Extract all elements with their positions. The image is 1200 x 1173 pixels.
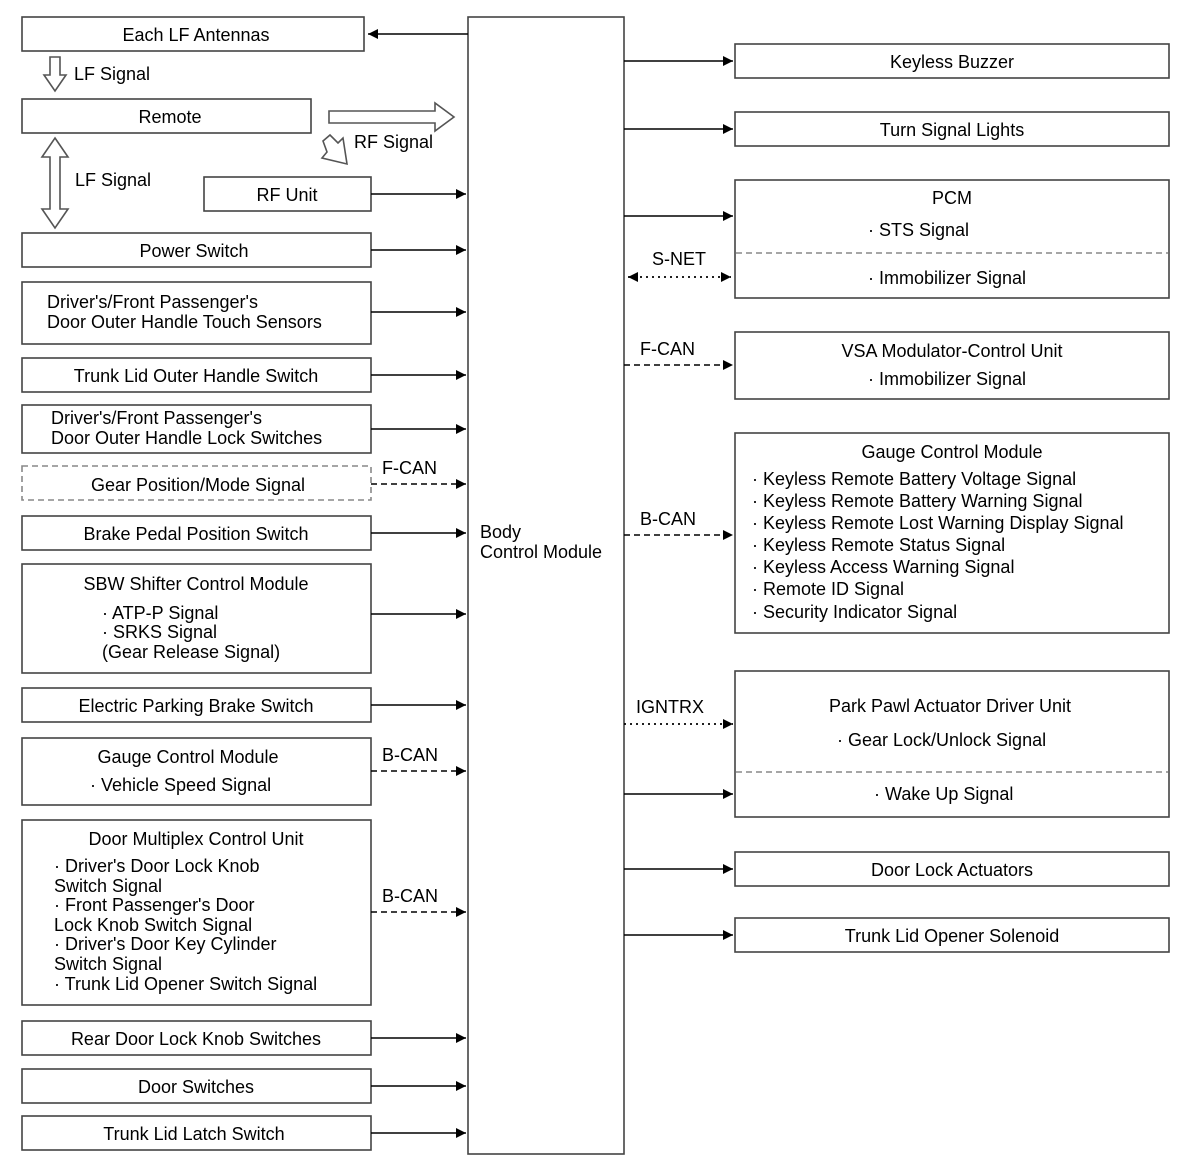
rf-signal-diagonal-arrow	[320, 133, 348, 166]
touch-sensors-box	[21, 281, 372, 345]
door-mux-item-4: Lock Knob Switch Signal	[54, 915, 252, 935]
door-multiplex-title: Door Multiplex Control Unit	[88, 829, 303, 849]
door-multiplex-bus-label: B-CAN	[382, 886, 438, 906]
door-switches-label: Door Switches	[138, 1077, 254, 1097]
trunk-latch-box	[21, 1115, 372, 1151]
park-pawl-title: Park Pawl Actuator Driver Unit	[829, 696, 1071, 716]
touch-sensors-line2: Door Outer Handle Touch Sensors	[47, 312, 322, 332]
turn-signal-box	[734, 111, 1170, 147]
body-control-module	[467, 16, 625, 1155]
sbw-shifter-title: SBW Shifter Control Module	[83, 574, 308, 594]
vsa-bus-label: F-CAN	[640, 339, 695, 359]
gauge-output-box	[734, 432, 1170, 634]
gauge-input-title: Gauge Control Module	[97, 747, 278, 767]
keyless-buzzer-box	[734, 43, 1170, 79]
rf-signal-right-arrow	[328, 101, 456, 133]
park-pawl-gear-lock-signal: · Gear Lock/Unlock Signal	[837, 730, 1046, 750]
remote-box	[21, 98, 312, 134]
door-mux-item-5: · Driver's Door Key Cylinder	[54, 934, 277, 954]
rf-signal-label: RF Signal	[354, 132, 433, 152]
gauge-input-box	[21, 737, 372, 806]
sbw-item-srks: · SRKS Signal	[102, 622, 217, 642]
gauge-out-item-1: · Keyless Remote Battery Voltage Signal	[752, 469, 1076, 489]
brake-switch-label: Brake Pedal Position Switch	[83, 524, 308, 544]
pcm-sts-signal: · STS Signal	[868, 220, 969, 240]
gauge-out-item-6: · Remote ID Signal	[752, 579, 904, 599]
gauge-out-item-7: · Security Indicator Signal	[752, 602, 957, 622]
door-lock-box	[734, 851, 1170, 887]
epb-switch-label: Electric Parking Brake Switch	[78, 696, 313, 716]
rear-knob-box	[21, 1020, 372, 1056]
park-pawl-box	[734, 670, 1170, 818]
trunk-outer-switch-label: Trunk Lid Outer Handle Switch	[74, 366, 318, 386]
lf-antennas-box	[21, 16, 365, 52]
sbw-item-gear-release: (Gear Release Signal)	[102, 642, 280, 662]
trunk-solenoid-box	[734, 917, 1170, 953]
lf-signal-down-arrow	[42, 56, 68, 93]
lf-signal-double-arrow	[40, 136, 70, 230]
trunk-latch-label: Trunk Lid Latch Switch	[103, 1124, 284, 1144]
sbw-shifter-box	[21, 563, 372, 674]
gauge-input-bus-label: B-CAN	[382, 745, 438, 765]
lock-switches-line2: Door Outer Handle Lock Switches	[51, 428, 322, 448]
pcm-bus-label: S-NET	[652, 249, 706, 269]
door-mux-item-2: Switch Signal	[54, 876, 162, 896]
touch-sensors-line1: Driver's/Front Passenger's	[47, 292, 258, 312]
pcm-title: PCM	[932, 188, 972, 208]
lock-switches-line1: Driver's/Front Passenger's	[51, 408, 262, 428]
door-mux-item-3: · Front Passenger's Door	[54, 895, 255, 915]
sbw-item-atp: · ATP-P Signal	[102, 603, 218, 623]
door-lock-label: Door Lock Actuators	[871, 860, 1033, 880]
door-mux-item-1: · Driver's Door Lock Knob	[54, 856, 260, 876]
door-mux-item-7: · Trunk Lid Opener Switch Signal	[54, 974, 317, 994]
gear-position-bus-label: F-CAN	[382, 458, 437, 478]
rf-unit-label: RF Unit	[256, 185, 317, 205]
power-switch-box	[21, 232, 372, 268]
vsa-title: VSA Modulator-Control Unit	[841, 341, 1062, 361]
gauge-out-item-3: · Keyless Remote Lost Warning Display Si…	[752, 513, 1124, 533]
gear-position-box	[21, 465, 372, 501]
power-switch-label: Power Switch	[139, 241, 248, 261]
vsa-box	[734, 331, 1170, 400]
lf-signal-side-label: LF Signal	[75, 170, 151, 190]
park-pawl-bus-label: IGNTRX	[636, 697, 704, 717]
brake-switch-box	[21, 515, 372, 551]
rf-unit-box	[203, 176, 372, 212]
lf-antennas-label: Each LF Antennas	[122, 25, 269, 45]
gauge-out-item-2: · Keyless Remote Battery Warning Signal	[752, 491, 1082, 511]
gauge-output-title: Gauge Control Module	[861, 442, 1042, 462]
pcm-immobilizer-signal: · Immobilizer Signal	[868, 268, 1026, 288]
door-mux-item-6: Switch Signal	[54, 954, 162, 974]
trunk-outer-switch-box	[21, 357, 372, 393]
park-pawl-wake-up-signal: · Wake Up Signal	[874, 784, 1013, 804]
gauge-out-item-5: · Keyless Access Warning Signal	[752, 557, 1014, 577]
bcm-label-line2: Control Module	[480, 542, 602, 562]
lock-switches-box	[21, 404, 372, 454]
gauge-out-item-4: · Keyless Remote Status Signal	[752, 535, 1005, 555]
epb-switch-box	[21, 687, 372, 723]
vsa-immobilizer-signal: · Immobilizer Signal	[868, 369, 1026, 389]
gear-position-label: Gear Position/Mode Signal	[91, 475, 305, 495]
keyless-buzzer-label: Keyless Buzzer	[890, 52, 1014, 72]
door-multiplex-box	[21, 819, 372, 1006]
gauge-output-bus-label: B-CAN	[640, 509, 696, 529]
gauge-input-item: · Vehicle Speed Signal	[90, 775, 271, 795]
remote-label: Remote	[138, 107, 201, 127]
turn-signal-label: Turn Signal Lights	[880, 120, 1024, 140]
bcm-label-line1: Body	[480, 522, 521, 542]
lf-signal-top-label: LF Signal	[74, 64, 150, 84]
rear-knob-label: Rear Door Lock Knob Switches	[71, 1029, 321, 1049]
pcm-box	[734, 179, 1170, 299]
trunk-solenoid-label: Trunk Lid Opener Solenoid	[845, 926, 1059, 946]
